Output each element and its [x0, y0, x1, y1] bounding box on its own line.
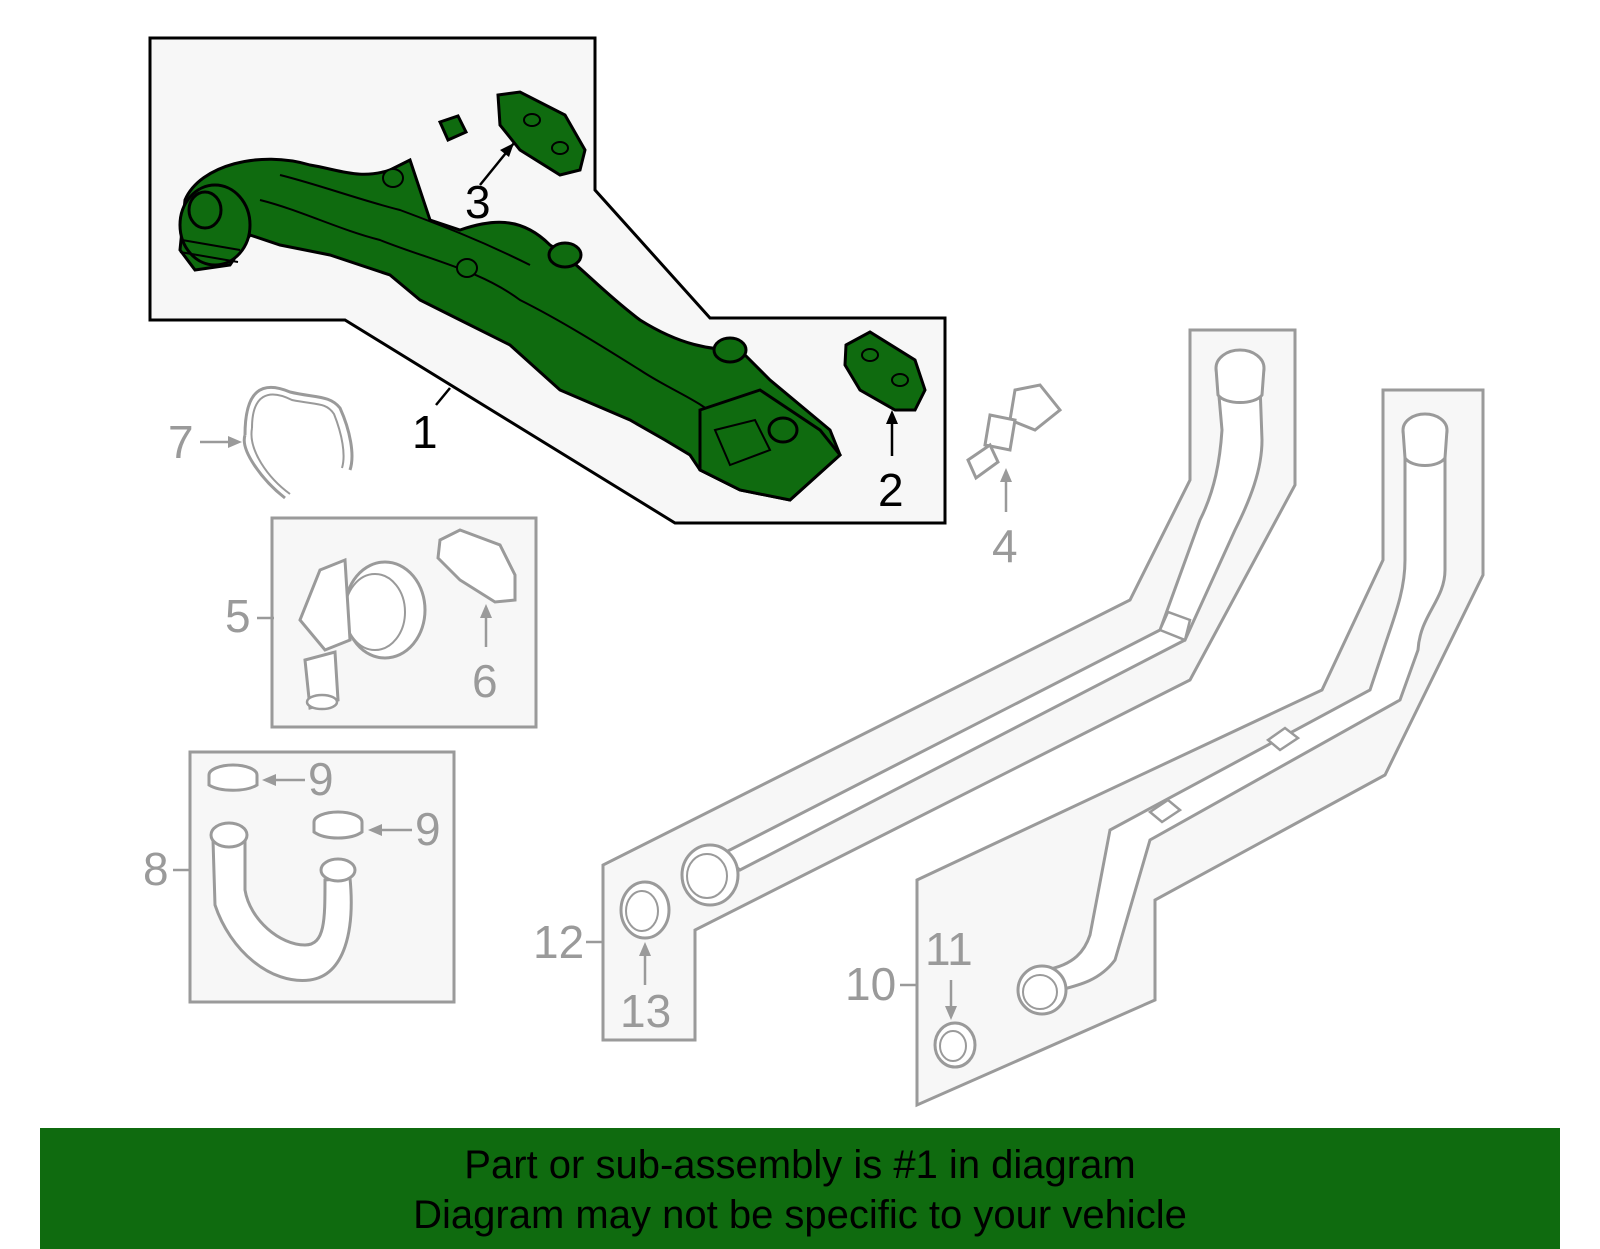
- callout-1: 1: [412, 406, 438, 458]
- gasket-part-3[interactable]: [437, 90, 587, 186]
- callout-4: 4: [992, 520, 1018, 572]
- callout-12: 12: [533, 916, 584, 968]
- coolant-pipe-group-12-13[interactable]: [586, 328, 1297, 1042]
- callout-9a: 9: [308, 753, 334, 805]
- callout-8: 8: [143, 843, 169, 895]
- coolant-pipe-group-10-11[interactable]: [900, 388, 1485, 1108]
- footer-banner: Part or sub-assembly is #1 in diagram Di…: [40, 1128, 1560, 1249]
- thermostat-group-5-6[interactable]: [257, 516, 538, 729]
- callout-7: 7: [168, 416, 194, 468]
- callout-10: 10: [845, 958, 896, 1010]
- temperature-sensor-part-4[interactable]: [966, 383, 1063, 512]
- clip-part-7[interactable]: [200, 385, 354, 500]
- callout-2: 2: [878, 464, 904, 516]
- callout-9b: 9: [415, 803, 441, 855]
- callout-5: 5: [225, 590, 251, 642]
- callout-13: 13: [620, 985, 671, 1037]
- callout-6: 6: [472, 655, 498, 707]
- hose-group-8-9[interactable]: [173, 750, 456, 1004]
- footer-line-1: Part or sub-assembly is #1 in diagram: [464, 1143, 1136, 1187]
- callout-11: 11: [925, 923, 973, 975]
- gasket-part-2[interactable]: [843, 330, 927, 456]
- assembly-1-group[interactable]: [148, 36, 947, 525]
- callout-3: 3: [465, 176, 491, 228]
- footer-line-2: Diagram may not be specific to your vehi…: [413, 1193, 1187, 1237]
